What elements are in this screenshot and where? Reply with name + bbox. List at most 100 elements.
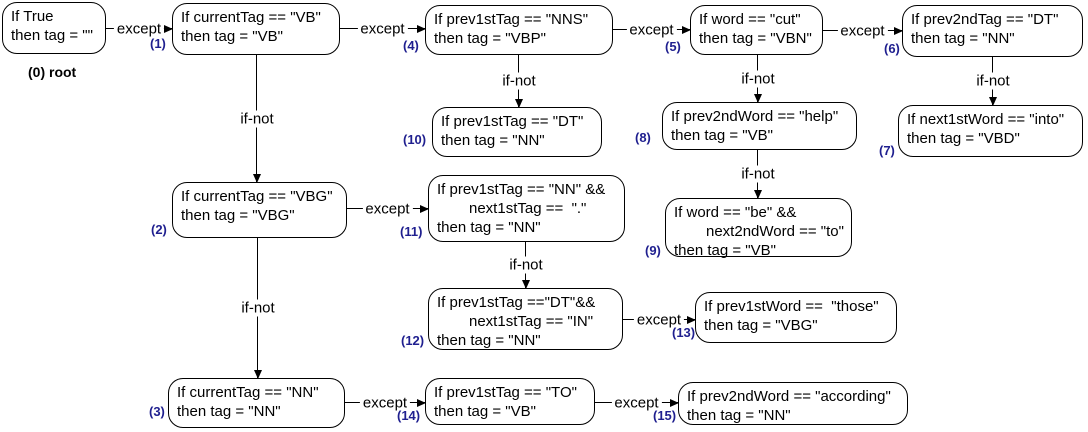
rule-action: then tag = "VB" (434, 403, 536, 420)
rule-action: then tag = "NN" (687, 407, 791, 424)
rule-action: then tag = "VB" (671, 127, 773, 144)
rule-condition: If True (11, 8, 54, 25)
node-number: (4) (403, 38, 419, 53)
rule-node-9: If word == "be" && next2ndWord == "to" t… (665, 198, 852, 259)
rule-action: then tag = "VBP" (434, 30, 546, 47)
rule-action: then tag = "NN" (911, 30, 1015, 47)
rule-node-2: If currentTag == "VBG" then tag = "VBG" (172, 182, 347, 238)
rule-node-4: If prev1stTag == "NNS" then tag = "VBP" (425, 5, 613, 55)
edge-label-except: except (837, 22, 888, 40)
arrowhead-down-icon (754, 190, 762, 199)
arrowhead-right-icon (687, 316, 696, 324)
rule-node-14: If prev1stTag == "TO" then tag = "VB" (425, 378, 595, 425)
rule-node-0: If True then tag = "" (2, 2, 106, 54)
node-number: (6) (884, 41, 900, 56)
edge-1-2: if-not (237, 55, 277, 183)
rule-node-7: If next1stWord == "into" then tag = "VBD… (898, 105, 1083, 157)
rule-action: then tag = "" (11, 27, 93, 44)
rule-condition-cont: next1stTag == "." (469, 200, 587, 217)
edge-0-1: except (106, 20, 173, 38)
rule-action: then tag = "VB" (674, 242, 776, 259)
rule-node-3: If currentTag == "NN" then tag = "NN" (168, 378, 345, 428)
edge-5-8: if-not (738, 55, 778, 103)
rule-condition: If prev1stWord == "those" (704, 298, 879, 315)
edge-label-if-not: if-not (499, 72, 539, 90)
rule-action: then tag = "NN" (441, 132, 545, 149)
rule-action: then tag = "NN" (177, 403, 281, 420)
edge-4-5: except (613, 21, 691, 39)
rule-node-11: If prev1stTag == "NN" && next1stTag == "… (428, 175, 625, 242)
node-number-root: (0) root (28, 64, 77, 80)
rule-condition: If word == "cut" (699, 11, 801, 28)
rule-condition: If prev2ndWord == "help" (671, 108, 839, 125)
arrowhead-right-icon (417, 399, 426, 407)
node-number: (1) (150, 36, 166, 51)
arrowhead-right-icon (682, 26, 691, 34)
edge-8-9: if-not (738, 150, 778, 199)
edge-label-if-not: if-not (238, 299, 278, 317)
edge-label-except: except (362, 200, 413, 218)
arrowhead-down-icon (515, 99, 523, 108)
edge-3-14: except (345, 394, 426, 412)
arrowhead-down-icon (254, 370, 262, 379)
rule-condition: If prev1stTag == "DT" (441, 113, 584, 130)
rule-action: then tag = "VB" (181, 28, 283, 45)
node-number: (2) (151, 222, 167, 237)
rule-action: then tag = "VBG" (181, 207, 295, 224)
edge-label-except: except (633, 311, 685, 329)
rule-action: then tag = "NN" (437, 332, 541, 349)
rule-condition: If currentTag == "VBG" (181, 188, 333, 205)
arrowhead-right-icon (417, 25, 426, 33)
rule-condition: If prev1stTag == "NN" && (437, 181, 606, 198)
rule-condition: If next1stWord == "into" (907, 111, 1065, 128)
node-number: (3) (149, 404, 165, 419)
node-number: (10) (403, 132, 427, 147)
rule-node-12: If prev1stTag =="DT"&& next1stTag == "IN… (428, 288, 623, 350)
rule-condition-cont: next2ndWord == "to" (706, 223, 844, 240)
rule-condition-cont: next1stTag == "IN" (469, 313, 594, 330)
rule-condition: If prev2ndWord == "according" (687, 388, 891, 405)
node-number: (12) (401, 333, 425, 348)
rule-action: then tag = "VBD" (907, 130, 1020, 147)
edge-label-except: except (626, 21, 677, 39)
rule-condition: If currentTag == "VB" (181, 9, 321, 26)
rule-node-6: If prev2ndTag == "DT" then tag = "NN" (902, 5, 1083, 57)
rule-node-1: If currentTag == "VB" then tag = "VB" (172, 3, 340, 55)
node-number: (15) (653, 408, 677, 423)
edge-label-except: except (611, 394, 662, 412)
edge-label-if-not: if-not (973, 72, 1013, 90)
arrowhead-down-icon (522, 280, 530, 289)
node-number: (9) (645, 243, 661, 258)
edge-label-if-not: if-not (506, 256, 546, 274)
arrowhead-right-icon (164, 25, 173, 33)
node-number: (5) (665, 39, 681, 54)
edge-6-7: if-not (973, 57, 1013, 106)
rule-node-15: If prev2ndWord == "according" then tag =… (678, 382, 908, 425)
rule-condition: If word == "be" && (674, 204, 797, 221)
edge-label-except: except (359, 394, 411, 412)
edge-12-13: except (623, 311, 696, 329)
rule-condition: If currentTag == "NN" (177, 384, 319, 401)
rule-condition: If prev2ndTag == "DT" (911, 11, 1059, 28)
edge-label-if-not: if-not (738, 70, 778, 87)
rule-action: then tag = "NN" (437, 219, 541, 236)
arrowhead-down-icon (989, 97, 997, 106)
arrowhead-right-icon (420, 205, 429, 213)
arrowhead-right-icon (894, 27, 903, 35)
rule-condition: If prev1stTag == "TO" (434, 384, 577, 401)
rule-node-10: If prev1stTag == "DT" then tag = "NN" (432, 107, 602, 157)
edge-label-if-not: if-not (738, 165, 778, 183)
rule-node-5: If word == "cut" then tag = "VBN" (690, 5, 823, 55)
edge-4-10: if-not (499, 55, 539, 108)
edge-2-3: if-not (238, 238, 278, 379)
node-number: (14) (397, 408, 421, 423)
rule-action: then tag = "VBN" (699, 30, 812, 47)
edge-label-if-not: if-not (237, 110, 277, 127)
arrowhead-down-icon (253, 174, 261, 183)
edge-label-except: except (357, 20, 408, 38)
rule-condition: If prev1stTag =="DT"&& (437, 294, 596, 311)
edge-11-12: if-not (506, 242, 546, 289)
rule-action: then tag = "VBG" (704, 317, 818, 334)
edge-2-11: except (347, 200, 429, 218)
